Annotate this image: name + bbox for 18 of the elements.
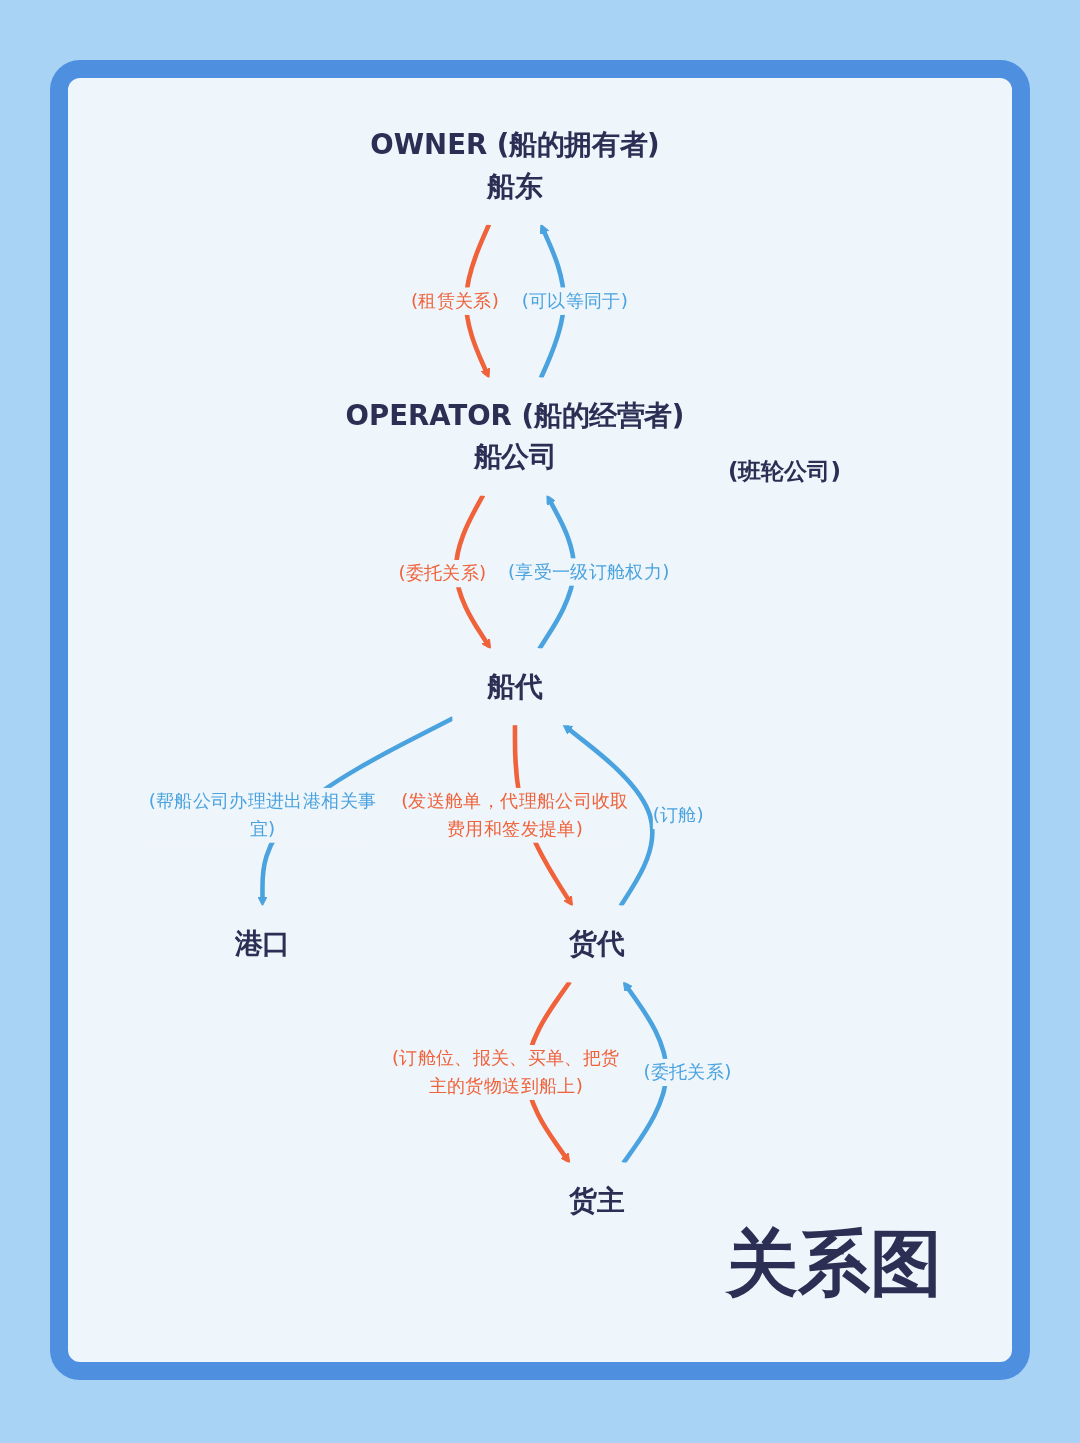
node-text: OPERATOR (船的经营者) 船公司 [345, 399, 685, 474]
node-text: 船代 [487, 670, 543, 703]
edge-label: (发送舱单，代理船公司收取费用和签发提单) [401, 790, 629, 840]
node-text: 货代 [569, 927, 625, 960]
edge-label: (订舱位、报关、买单、把货主的货物送到船上) [392, 1047, 620, 1097]
node-note: (班轮公司) [727, 458, 841, 485]
node-text: OWNER (船的拥有者) 船东 [370, 128, 660, 203]
edge-label: (帮船公司办理进出港相关事宜) [148, 790, 377, 840]
edge-label: (委托关系) [643, 1060, 732, 1083]
edge-label: (可以等同于) [521, 289, 628, 312]
edge-label: (租赁关系) [411, 289, 499, 312]
arrow [621, 981, 669, 1165]
edge-label: (订舱) [652, 803, 704, 826]
edge-label: (委托关系) [398, 562, 487, 584]
edge-label: (享受一级订舱权力) [508, 560, 670, 583]
node-text: 货主 [569, 1184, 625, 1218]
title: 关系图 [726, 1220, 942, 1307]
node-text: 港口 [234, 927, 291, 960]
